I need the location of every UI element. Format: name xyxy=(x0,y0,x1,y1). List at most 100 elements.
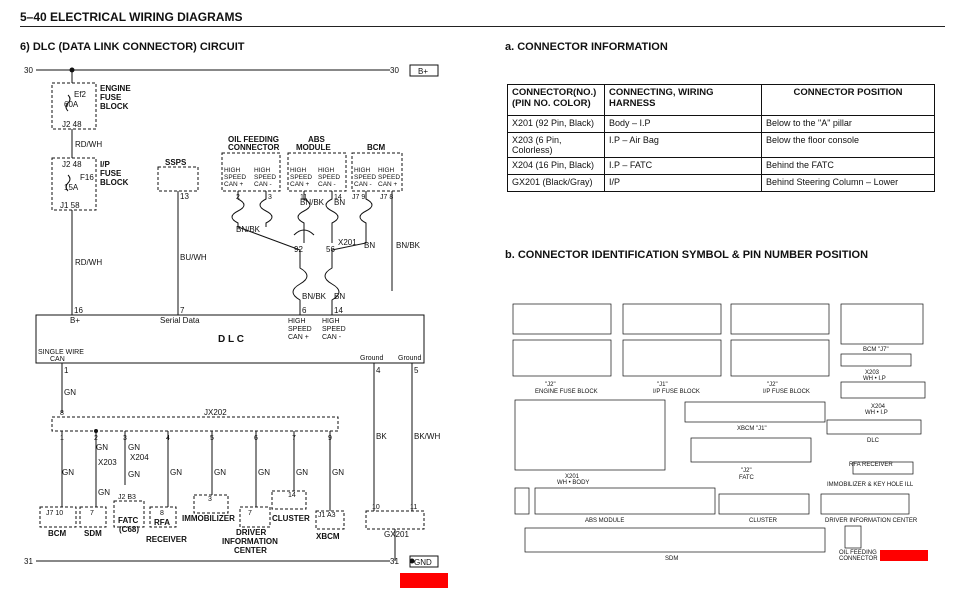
bus-bottom-tag: GND xyxy=(414,558,432,567)
table-row: GX201 (Black/Gray) I/P Behind Steering C… xyxy=(507,174,935,192)
cid-label: "J2" xyxy=(545,382,556,388)
module-fatc-sub: (C68) xyxy=(119,525,139,534)
fuse2-rating: 15A xyxy=(64,183,79,192)
cid-label: "J1" xyxy=(657,382,668,388)
bcm-top-title: BCM xyxy=(367,143,386,152)
cid-label: I/P FUSE BLOCK xyxy=(763,389,810,395)
jx-pin: 4 xyxy=(166,435,170,442)
cid-label: RFA RECEIVER xyxy=(849,462,893,468)
module-pin: J7 10 xyxy=(46,510,63,517)
abs-hs: CAN + xyxy=(290,181,310,188)
wire-label: BN/BK xyxy=(396,241,421,250)
dlc-pin: 16 xyxy=(74,306,83,315)
gx201-pin: 10 xyxy=(372,504,380,511)
bcm-pin: J7 9 xyxy=(352,194,365,201)
cid-label: WH • BODY xyxy=(557,480,589,486)
module-pin: 8 xyxy=(160,510,164,517)
dlc-can: SPEED xyxy=(288,326,312,333)
wire-label: BN xyxy=(334,292,345,301)
fuse1-label: FUSE xyxy=(100,93,122,102)
bcm-pin: J7 8 xyxy=(380,194,393,201)
cid-label: IMMOBILIZER & KEY HOLE ILL xyxy=(827,482,914,488)
fuse1-label: BLOCK xyxy=(100,102,129,111)
dlc-pin: 14 xyxy=(334,306,343,315)
bcm-hs: CAN - xyxy=(354,181,372,188)
wire-label: GN xyxy=(64,388,76,397)
jx-pin: 3 xyxy=(123,435,127,442)
cid-label: DLC xyxy=(867,438,880,444)
jx-pin: 6 xyxy=(254,435,258,442)
dlc-pin: 7 xyxy=(180,306,185,315)
abs-pin: 11 xyxy=(300,194,307,201)
jx-pin: 9 xyxy=(328,435,332,442)
wire-label: GN xyxy=(214,468,226,477)
gx201-label: GX201 xyxy=(384,530,409,539)
module-pin: 7 xyxy=(90,510,94,517)
wire-label: GN xyxy=(170,468,182,477)
table-cell: I.P – Air Bag xyxy=(604,132,762,158)
wire-label: GN xyxy=(296,468,308,477)
module-rfa-sub: RECEIVER xyxy=(146,535,187,544)
oil-pin: 3 xyxy=(268,194,272,201)
oil-pin: 2 xyxy=(236,194,240,201)
module-dic-sub: CENTER xyxy=(234,546,267,555)
cid-label: XBCM "J1" xyxy=(737,426,767,432)
dlc-pin: 5 xyxy=(414,366,419,375)
bcm-hs: HIGH xyxy=(354,167,371,174)
jx-pin: 1 xyxy=(60,435,64,442)
module-xbcm: XBCM xyxy=(316,532,340,541)
bus-top-right: 30 xyxy=(390,66,399,75)
jx-pin: 7 xyxy=(292,435,296,442)
wire-label: GN xyxy=(128,470,140,479)
fuse1-pin: J2 48 xyxy=(62,120,82,129)
fuse1-name: Ef2 xyxy=(74,90,87,99)
dlc-pin: 6 xyxy=(302,306,307,315)
cid-label: OIL FEEDING xyxy=(839,550,877,556)
table-cell: X201 (92 Pin, Black) xyxy=(507,115,605,133)
fuse1-label: ENGINE xyxy=(100,84,131,93)
abs-hs: HIGH xyxy=(318,167,335,174)
abs-hs: SPEED xyxy=(290,174,312,181)
bcm-hs: SPEED xyxy=(354,174,376,181)
bus-bottom-right: 31 xyxy=(390,557,399,566)
oil-feeding-title: CONNECTOR xyxy=(228,143,280,152)
module-pin: J2 B3 xyxy=(118,494,136,501)
oil-hs: HIGH xyxy=(224,167,241,174)
fuse1-rating: 60A xyxy=(64,100,79,109)
dlc-can: HIGH xyxy=(322,318,340,325)
wire-label: BN xyxy=(334,198,345,207)
module-pin: 3 xyxy=(208,496,212,503)
bus-bottom-left: 31 xyxy=(24,557,33,566)
table-cell: Body – I.P xyxy=(604,115,762,133)
wire-label: BU/WH xyxy=(180,253,207,262)
wire-label: BK/WH xyxy=(414,432,440,441)
dlc-pin-label: B+ xyxy=(70,316,80,325)
module-dic: DRIVER xyxy=(236,528,266,537)
dlc-single: SINGLE WIRE xyxy=(38,349,84,356)
wire-label: RD/WH xyxy=(75,258,102,267)
connector-id-diagram: "J2" ENGINE FUSE BLOCK "J1" I/P FUSE BLO… xyxy=(512,303,926,562)
module-pin: 7 xyxy=(248,510,252,517)
fuse2-name: F16 xyxy=(80,173,94,182)
abs-hs: CAN - xyxy=(318,181,336,188)
module-pin: 14 xyxy=(288,492,296,499)
bus-top-tag: B+ xyxy=(418,67,428,76)
gx201-pin: 11 xyxy=(410,504,417,511)
fuse2-pin: J2 48 xyxy=(62,160,82,169)
table-cell: X204 (16 Pin, Black) xyxy=(507,157,605,175)
red-redaction-mark xyxy=(880,550,928,561)
cid-label: FATC xyxy=(739,475,755,481)
module-rfa: RFA xyxy=(154,518,170,527)
table-row: X204 (16 Pin, Black) I.P – FATC Behind t… xyxy=(507,157,935,175)
abs-title: ABS xyxy=(308,135,326,144)
fuse2-pin: J1 58 xyxy=(60,201,80,210)
fuse2-label: I/P xyxy=(100,160,110,169)
wire-label: BN/BK xyxy=(236,225,261,234)
cid-label: I/P FUSE BLOCK xyxy=(653,389,700,395)
wiring-diagram: 30 30 B+ Ef2 60A ENGINE FUSE BLOCK J2 48… xyxy=(24,64,440,568)
abs-pin: 14 xyxy=(334,194,342,201)
jx-pin: 5 xyxy=(210,435,214,442)
header-rule xyxy=(20,26,945,27)
connector-id-title: b. CONNECTOR IDENTIFICATION SYMBOL & PIN… xyxy=(505,249,869,261)
table-header: CONNECTING, WIRING HARNESS xyxy=(604,84,762,116)
